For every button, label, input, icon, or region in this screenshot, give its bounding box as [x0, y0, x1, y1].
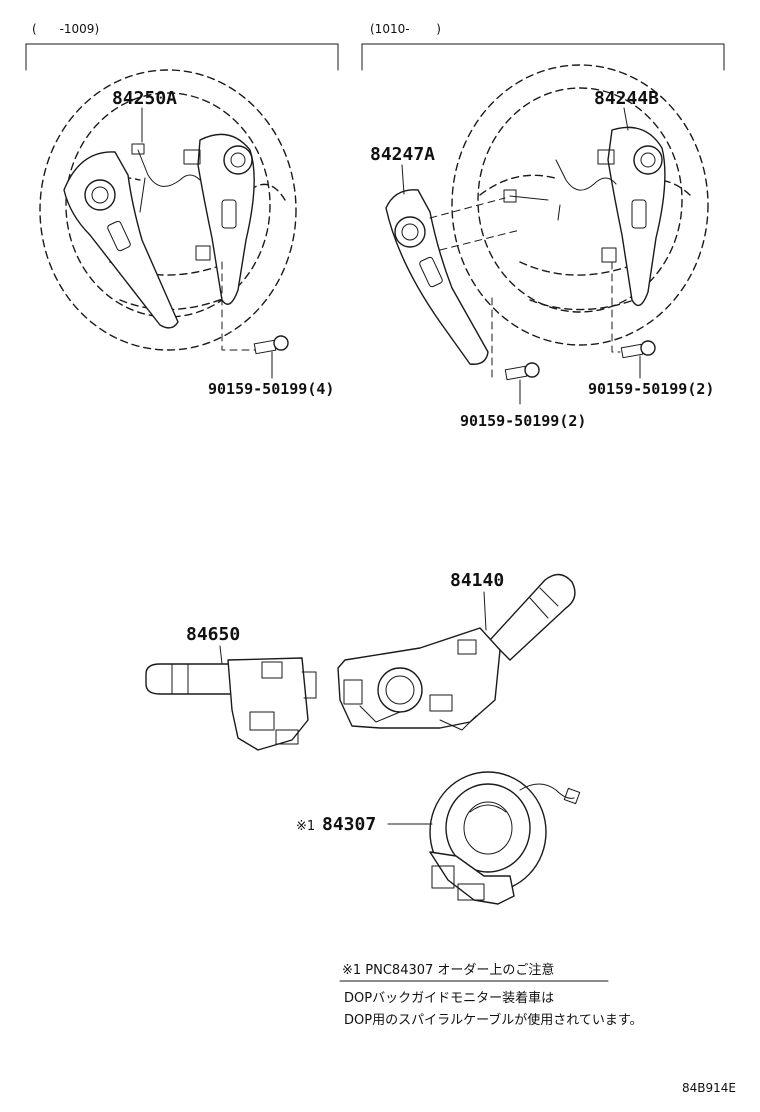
part-84307-label: 84307	[322, 814, 376, 835]
part-84650-label: 84650	[186, 624, 240, 645]
range-label-right: (1010- )	[370, 22, 441, 36]
combination-switch-84140	[337, 573, 576, 731]
range-label-left: ( -1009)	[32, 22, 99, 36]
bolt-right-lower	[504, 362, 540, 381]
range-bracket-right: (1010- )	[361, 22, 725, 71]
steering-wheel-left	[39, 69, 297, 379]
bolt-right-upper	[620, 340, 656, 359]
note-line-2: DOP用のスパイラルケーブルが使用されています。	[344, 1012, 643, 1028]
range-bracket-left: ( -1009)	[25, 22, 339, 71]
part-84247A-label: 84247A	[370, 144, 435, 165]
part-84250A-label: 84250A	[112, 88, 177, 109]
note-title: ※1 PNC84307 オーダー上のご注意	[342, 962, 554, 978]
part-84140-label: 84140	[450, 570, 504, 591]
switch-84247A	[385, 164, 521, 365]
figure-code: 84B914E	[682, 1081, 736, 1095]
steering-wheel-right	[451, 64, 709, 346]
bolt-right-upper-label: 90159-50199(2)	[588, 380, 714, 398]
wiper-switch-84650	[145, 657, 317, 751]
bolt-left	[253, 335, 289, 355]
order-note: ※1 PNC84307 オーダー上のご注意 DOPバックガイドモニター装着車は …	[339, 962, 643, 1028]
note-line-1: DOPバックガイドモニター装着車は	[344, 990, 554, 1006]
part-84307-mark: ※1	[296, 819, 315, 834]
bolt-left-label: 90159-50199(4)	[208, 380, 334, 398]
bolt-right-lower-label: 90159-50199(2)	[460, 412, 586, 430]
part-84244B-label: 84244B	[594, 88, 659, 109]
spiral-cable-84307	[429, 771, 581, 905]
